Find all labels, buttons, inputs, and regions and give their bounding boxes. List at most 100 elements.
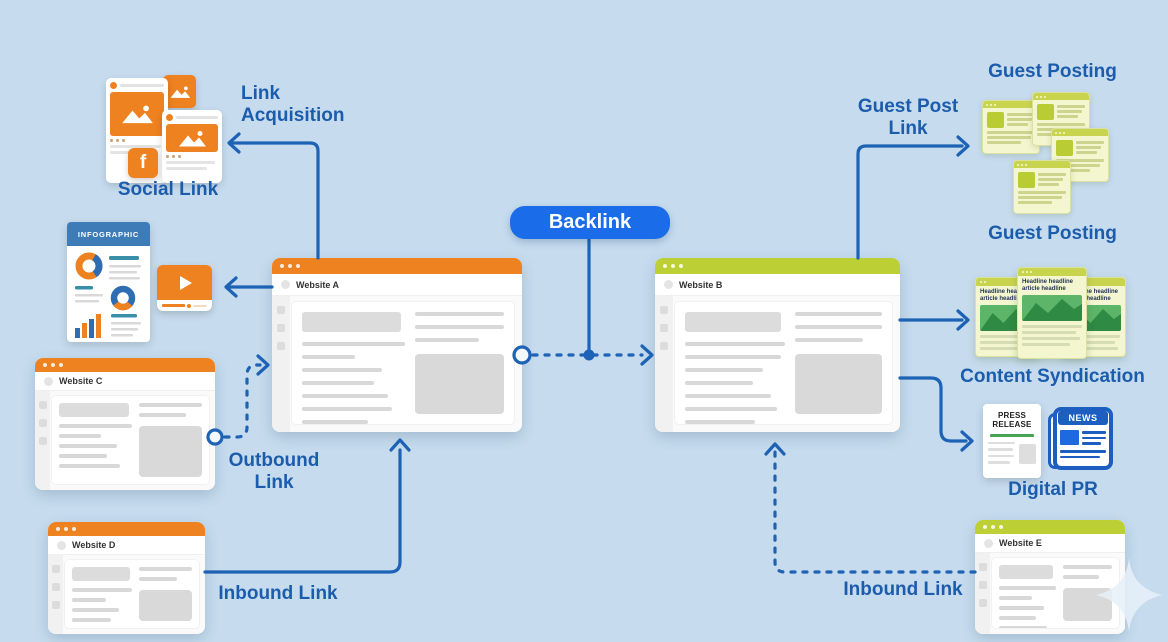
placeholder-line	[1007, 118, 1033, 121]
placeholder-line	[1082, 431, 1106, 434]
green-divider-line	[990, 434, 1034, 437]
placeholder-line	[1076, 151, 1097, 154]
website-c-window: Website C	[35, 358, 215, 490]
post-avatar-row	[166, 114, 218, 121]
window-content	[675, 302, 892, 424]
placeholder-line	[987, 141, 1021, 144]
placeholder-line	[1038, 178, 1064, 181]
website-e-window: Website E	[975, 520, 1125, 634]
window-body	[35, 391, 215, 490]
label-content-syndication: Content Syndication	[960, 366, 1145, 387]
placeholder-heading	[72, 567, 131, 581]
sidebar-square	[277, 306, 285, 314]
label-outbound-link: Outbound Link	[228, 450, 320, 493]
guest-post-card	[1051, 128, 1109, 182]
website-a-title: Website A	[296, 279, 340, 290]
titlebar-dot	[1040, 95, 1042, 98]
news-icon: NEWS	[1048, 407, 1113, 470]
article-headline: Headline headline article headline	[1022, 279, 1074, 292]
newspaper-content-row	[1060, 430, 1106, 448]
placeholder-line	[987, 131, 1035, 134]
placeholder-line	[166, 167, 207, 170]
placeholder-line	[176, 116, 218, 119]
avatar	[110, 82, 117, 89]
article-headline: Headline headline article headline	[980, 289, 1032, 302]
guest-post-card	[982, 100, 1040, 154]
placeholder-line	[166, 161, 216, 164]
titlebar-dot	[1059, 131, 1061, 134]
titlebar-dot	[991, 525, 995, 529]
window-content	[65, 560, 199, 628]
website-d-window: Website D	[48, 522, 205, 634]
video-progress-bar	[157, 300, 212, 311]
post-action-icons	[166, 155, 218, 158]
titlebar-dot	[994, 103, 996, 106]
favicon-circle	[44, 376, 53, 386]
card-titlebar	[1033, 93, 1089, 100]
card-titlebar	[1052, 129, 1108, 136]
thumbnail-block	[1037, 104, 1054, 120]
sidebar-square	[277, 342, 285, 350]
placeholder-line	[1037, 123, 1085, 126]
infographic-card: INFOGRAPHIC	[67, 222, 150, 342]
placeholder-line	[59, 434, 102, 438]
sparkle-watermark	[1096, 558, 1162, 632]
card-media-row	[1037, 104, 1085, 120]
titlebar-dot	[288, 264, 292, 268]
placeholder-line	[980, 341, 1029, 344]
placeholder-line	[414, 312, 504, 316]
placeholder-line	[1056, 169, 1090, 172]
favicon-circle	[984, 538, 993, 548]
sidebar-square	[978, 563, 987, 571]
sidebar-square	[38, 401, 47, 409]
placeholder-line	[1056, 164, 1101, 167]
label-link-acquisition: Link Acquisition	[241, 83, 345, 126]
placeholder-line	[999, 616, 1037, 620]
placeholder-line	[1007, 123, 1028, 126]
content-right-column	[139, 567, 192, 621]
placeholder-line	[685, 407, 777, 411]
facebook-letter: f	[139, 152, 147, 173]
video-player-card	[157, 265, 212, 311]
placeholder-line	[999, 596, 1032, 600]
card-media-row	[1056, 140, 1104, 156]
window-content	[992, 558, 1119, 628]
outbound-link-arrowhead	[256, 354, 270, 376]
placeholder-line	[1082, 436, 1106, 439]
inbound-link-e-dashed	[773, 450, 977, 574]
newspaper-photo-block	[1060, 430, 1079, 445]
placeholder-line	[685, 355, 781, 359]
window-sidebar	[655, 296, 673, 432]
share-icon	[122, 139, 125, 142]
content-left-column	[72, 567, 133, 622]
side-lines	[1057, 104, 1085, 120]
window-body	[655, 296, 900, 432]
placeholder-heading	[59, 403, 129, 417]
placeholder-line	[302, 355, 356, 359]
like-icon	[110, 139, 113, 142]
placeholder-line	[988, 461, 1010, 464]
placeholder-line	[795, 325, 882, 329]
content-syndication-arrowhead	[956, 309, 970, 331]
placeholder-line	[72, 608, 120, 612]
link-acquisition-arrowhead	[227, 132, 241, 154]
article-headline: Headline headline article headline	[1067, 289, 1119, 302]
card-titlebar	[976, 278, 1038, 286]
titlebar-dot	[980, 281, 982, 283]
window-body	[975, 553, 1125, 634]
card-body	[1014, 168, 1070, 210]
placeholder-line	[685, 342, 786, 346]
infographic-header: INFOGRAPHIC	[67, 222, 150, 246]
placeholder-line	[987, 136, 1032, 139]
window-body	[272, 296, 522, 432]
placeholder-line	[988, 454, 1014, 457]
placeholder-line	[795, 338, 863, 342]
article-image	[1022, 295, 1082, 321]
placeholder-image-block	[795, 354, 882, 414]
placeholder-line	[999, 586, 1056, 590]
mountain-chart-graphic	[1022, 299, 1082, 321]
placeholder-image-block	[414, 354, 504, 414]
card-body	[1052, 136, 1108, 178]
placeholder-line	[59, 464, 121, 468]
sidebar-square	[51, 601, 60, 609]
